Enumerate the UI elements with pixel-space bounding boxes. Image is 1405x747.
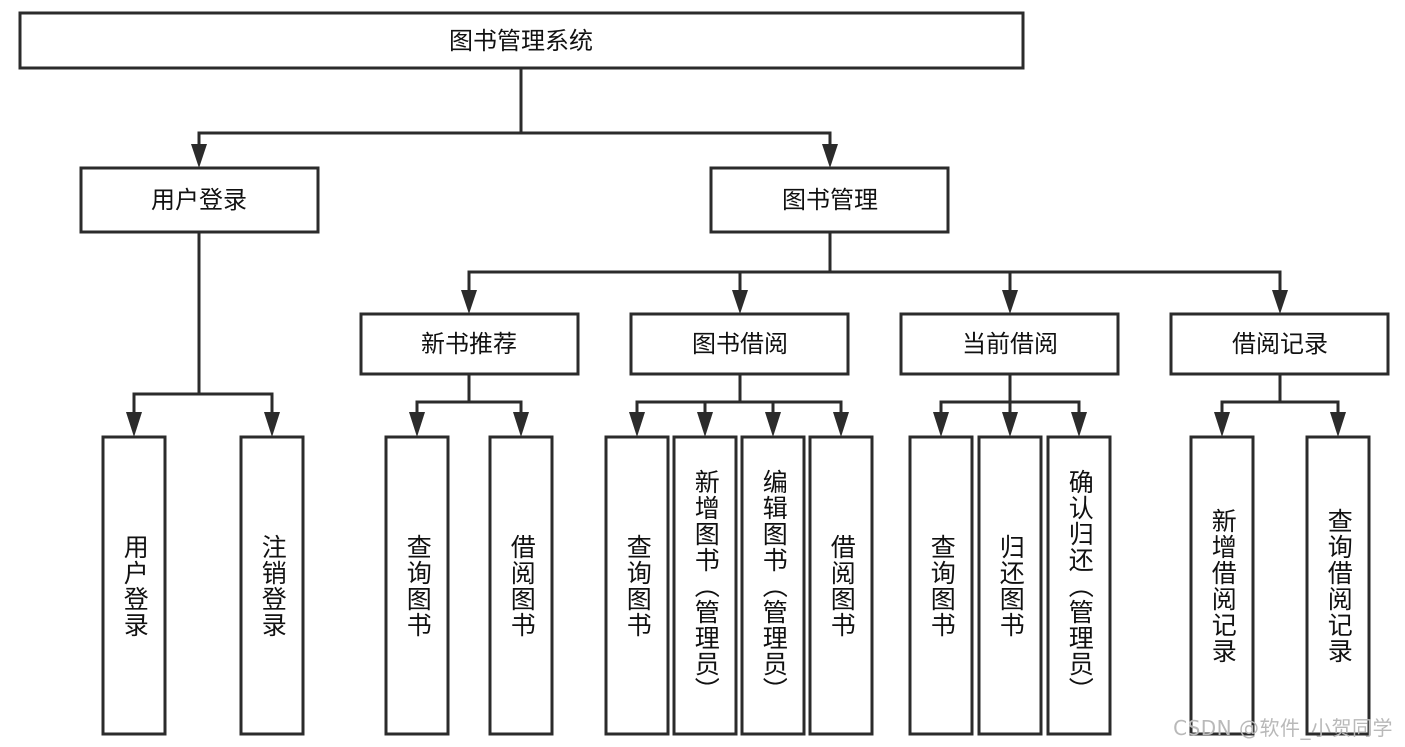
leaf-logout-fo: 注销登录	[258, 533, 288, 638]
leaf-confirm-return-box	[1046, 435, 1112, 736]
leaf-node[interactable]: 注销登录	[239, 435, 305, 736]
leaf-confirm-return-fo: 确认归还（管理员）	[1065, 468, 1095, 703]
connector-newbook-to-leaves	[409, 372, 529, 437]
leaf-node[interactable]: 查询图书	[384, 435, 450, 736]
leaf-newbook-query-box	[384, 435, 450, 736]
connector-userlogin-to-leaves	[126, 230, 280, 437]
node-root-box	[18, 11, 1025, 70]
leaf-user-login-fo: 用户登录	[120, 533, 150, 638]
leaf-node[interactable]: 新增图书（管理员）	[672, 435, 738, 736]
node-book-borrow-box	[629, 312, 850, 376]
node-new-book-recommend[interactable]: 新书推荐	[359, 312, 580, 376]
connector-bookmgmt-to-level3	[461, 230, 1288, 314]
leaf-add-record-fo: 新增借阅记录	[1208, 507, 1238, 664]
leaf-confirm-return-label: 确认归还（管理员）	[1065, 468, 1095, 703]
leaf-user-login-box	[101, 435, 167, 736]
leaf-query-record-label: 查询借阅记录	[1324, 507, 1354, 664]
leaf-node[interactable]: 编辑图书（管理员）	[740, 435, 806, 736]
leaf-node[interactable]: 查询借阅记录	[1305, 435, 1371, 736]
node-current-borrow[interactable]: 当前借阅	[899, 312, 1120, 376]
leaf-borrow-book-label: 借阅图书	[827, 533, 857, 638]
node-borrow-record[interactable]: 借阅记录	[1169, 312, 1390, 376]
node-book-management-box	[709, 166, 950, 234]
node-book-management-label: 图书管理	[782, 186, 878, 214]
node-borrow-record-label: 借阅记录	[1232, 330, 1328, 358]
connector-bookborrow-to-leaves	[629, 372, 849, 437]
leaf-edit-book-fo: 编辑图书（管理员）	[759, 468, 789, 703]
leaf-logout-label: 注销登录	[258, 533, 288, 638]
node-borrow-record-box	[1169, 312, 1390, 376]
leaf-node[interactable]: 归还图书	[977, 435, 1043, 736]
leaf-add-record-box	[1189, 435, 1255, 736]
leaf-current-query-fo: 查询图书	[927, 533, 957, 638]
node-new-book-recommend-box	[359, 312, 580, 376]
leaf-return-book-fo: 归还图书	[996, 533, 1026, 638]
node-current-borrow-box	[899, 312, 1120, 376]
node-root-label: 图书管理系统	[449, 27, 593, 55]
leaf-user-login-label: 用户登录	[120, 533, 150, 638]
leaf-newbook-borrow-label: 借阅图书	[507, 533, 537, 638]
leaf-borrow-query-fo: 查询图书	[623, 533, 653, 638]
node-user-login-label: 用户登录	[151, 186, 247, 214]
leaf-logout-box	[239, 435, 305, 736]
leaf-borrow-book-box	[808, 435, 874, 736]
node-root[interactable]: 图书管理系统	[18, 11, 1025, 70]
leaf-current-query-label: 查询图书	[927, 533, 957, 638]
node-new-book-recommend-label: 新书推荐	[421, 330, 517, 358]
node-user-login[interactable]: 用户登录	[79, 166, 320, 234]
leaf-node[interactable]: 用户登录	[101, 435, 167, 736]
leaf-borrow-book-fo: 借阅图书	[827, 533, 857, 638]
leaf-add-book-box	[672, 435, 738, 736]
node-book-borrow[interactable]: 图书借阅	[629, 312, 850, 376]
leaf-borrow-query-box	[604, 435, 670, 736]
leaf-newbook-query-fo: 查询图书	[403, 533, 433, 638]
leaf-borrow-query-label: 查询图书	[623, 533, 653, 638]
leaf-node[interactable]: 借阅图书	[488, 435, 554, 736]
connector-root-to-level2	[191, 66, 838, 168]
leaf-add-record-label: 新增借阅记录	[1208, 507, 1238, 664]
leaf-newbook-borrow-box	[488, 435, 554, 736]
leaf-add-book-fo: 新增图书（管理员）	[691, 468, 721, 703]
leaf-node[interactable]: 借阅图书	[808, 435, 874, 736]
leaf-query-record-fo: 查询借阅记录	[1324, 507, 1354, 664]
node-current-borrow-label: 当前借阅	[962, 330, 1058, 358]
leaf-node[interactable]: 确认归还（管理员）	[1046, 435, 1112, 736]
leaf-newbook-borrow-fo: 借阅图书	[507, 533, 537, 638]
leaf-return-book-label: 归还图书	[996, 533, 1026, 638]
connector-borrowrecord-to-leaves	[1214, 372, 1346, 437]
leaf-add-book-label: 新增图书（管理员）	[691, 468, 721, 703]
leaf-return-book-box	[977, 435, 1043, 736]
leaf-current-query-box	[908, 435, 974, 736]
leaf-node[interactable]: 查询图书	[908, 435, 974, 736]
leaf-edit-book-box	[740, 435, 806, 736]
leaf-node[interactable]: 查询图书	[604, 435, 670, 736]
leaf-edit-book-label: 编辑图书（管理员）	[759, 468, 789, 703]
connector-currentborrow-to-leaves	[933, 372, 1087, 437]
leaf-query-record-box	[1305, 435, 1371, 736]
node-book-management[interactable]: 图书管理	[709, 166, 950, 234]
node-user-login-box	[79, 166, 320, 234]
leaf-node[interactable]: 新增借阅记录	[1189, 435, 1255, 736]
node-book-borrow-label: 图书借阅	[692, 330, 788, 358]
leaf-newbook-query-label: 查询图书	[403, 533, 433, 638]
